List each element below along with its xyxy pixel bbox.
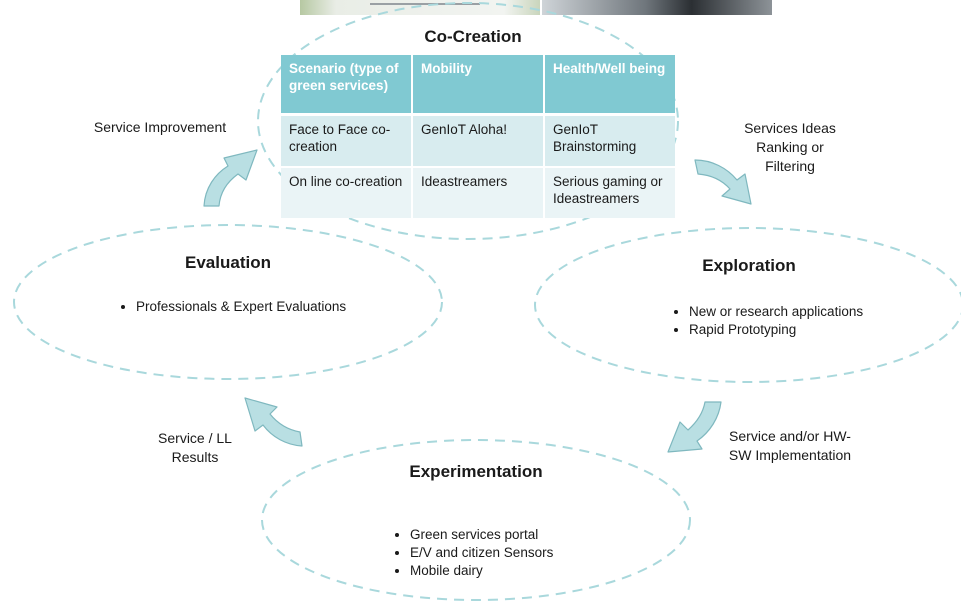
table-row: On line co-creation Ideastreamers Seriou… — [281, 167, 675, 218]
experimentation-title: Experimentation — [409, 462, 543, 481]
cocreation-table: Scenario (type of green services) Mobili… — [281, 55, 675, 218]
table-cell: GenIoT Brainstorming — [544, 114, 675, 168]
table-header-mobility: Mobility — [412, 55, 545, 116]
curved-arrow-icon — [667, 401, 722, 453]
experimentation-ellipse — [261, 439, 691, 601]
exploration-ellipse — [534, 227, 961, 383]
table-cell: Face to Face co-creation — [281, 114, 413, 168]
list-item: Professionals & Expert Evaluations — [136, 298, 426, 316]
table-header-scenario: Scenario (type of green services) — [281, 55, 413, 116]
curved-arrow-icon — [694, 159, 752, 205]
experimentation-list: Green services portal E/V and citizen Se… — [396, 526, 630, 580]
list-item: New or research applications — [689, 303, 919, 321]
table-cell: On line co-creation — [281, 167, 413, 218]
services-ideas-label: Services Ideas Ranking or Filtering — [744, 120, 836, 174]
list-item: Mobile dairy — [410, 562, 630, 580]
curved-arrow-icon — [203, 149, 258, 207]
top-photo-caption-line — [370, 3, 480, 5]
exploration-list: New or research applications Rapid Proto… — [675, 303, 919, 339]
list-item: Green services portal — [410, 526, 630, 544]
evaluation-title: Evaluation — [185, 253, 271, 272]
table-cell: GenIoT Aloha! — [412, 114, 545, 168]
cocreation-ellipse — [257, 2, 679, 240]
table-cell: Serious gaming or Ideastreamers — [544, 167, 675, 218]
evaluation-list: Professionals & Expert Evaluations — [122, 298, 426, 316]
service-improvement-label: Service Improvement — [93, 119, 227, 135]
list-item: E/V and citizen Sensors — [410, 544, 630, 562]
table-header-health: Health/Well being — [544, 55, 675, 116]
evaluation-ellipse — [13, 224, 443, 380]
cocreation-title: Co-Creation — [424, 27, 522, 46]
table-row: Face to Face co-creation GenIoT Aloha! G… — [281, 114, 675, 168]
curved-arrow-icon — [244, 397, 303, 447]
service-implementation-label: Service and/or HW-SW Implementation — [728, 428, 852, 463]
list-item: Rapid Prototyping — [689, 321, 919, 339]
service-results-label: Service / LL Results — [158, 430, 232, 465]
top-photo-right — [542, 0, 772, 15]
table-cell: Ideastreamers — [412, 167, 545, 218]
exploration-title: Exploration — [702, 256, 796, 275]
